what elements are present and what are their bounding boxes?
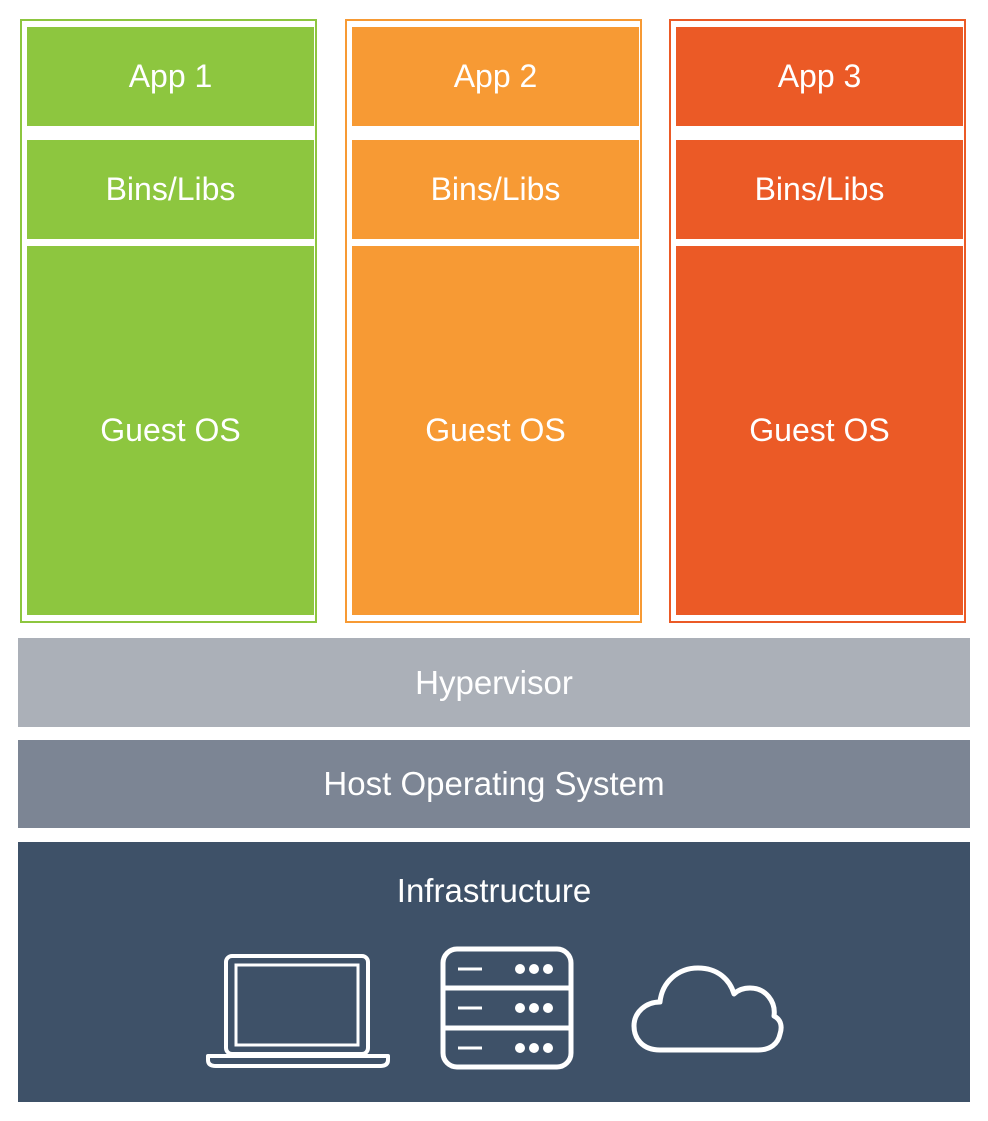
vm-stack-1: App 1 Bins/Libs Guest OS: [20, 19, 317, 623]
app-block: App 1: [27, 27, 314, 126]
guest-os-block: Guest OS: [676, 246, 963, 615]
infrastructure-title: Infrastructure: [396, 872, 592, 909]
app-block: App 3: [676, 27, 963, 126]
hypervisor-layer: Hypervisor: [18, 638, 970, 727]
bins-libs-block: Bins/Libs: [27, 140, 314, 239]
infrastructure-layer: Infrastructure: [18, 842, 970, 1102]
vm-stack-2: App 2 Bins/Libs Guest OS: [345, 19, 642, 623]
cloud-icon: [631, 965, 784, 1053]
bins-libs-block: Bins/Libs: [676, 140, 963, 239]
guest-os-block: Guest OS: [27, 246, 314, 615]
vm-stack-3: App 3 Bins/Libs Guest OS: [669, 19, 966, 623]
bins-libs-block: Bins/Libs: [352, 140, 639, 239]
laptop-icon: [206, 954, 390, 1068]
host-os-layer: Host Operating System: [18, 740, 970, 828]
app-block: App 2: [352, 27, 639, 126]
server-icon: [440, 946, 574, 1070]
guest-os-block: Guest OS: [352, 246, 639, 615]
